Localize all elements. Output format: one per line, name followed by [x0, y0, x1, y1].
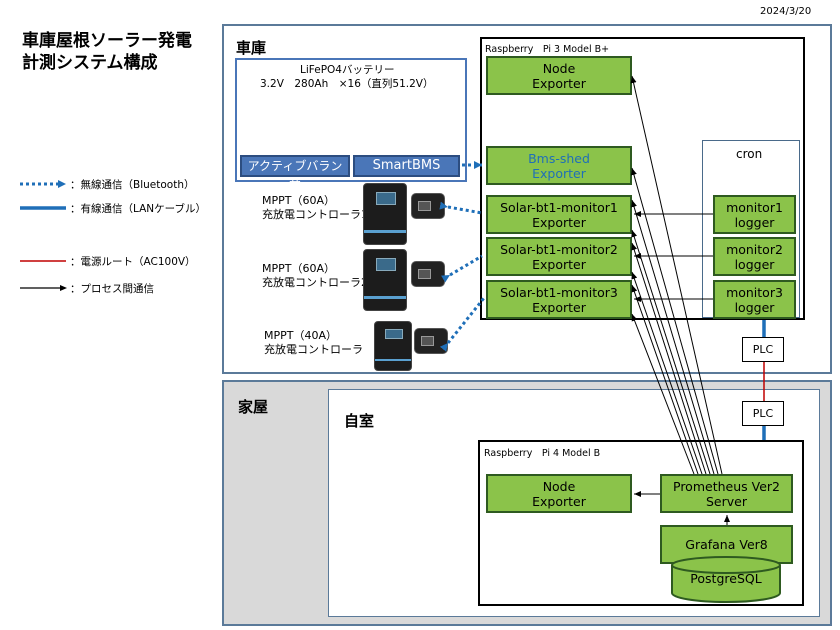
legend-wireless-label: ：無線通信（Bluetooth）	[70, 179, 195, 191]
solar-monitor-3-line2: Exporter	[532, 299, 586, 315]
mppt-1-label: MPPT（60A） 充放電コントローラ1	[262, 194, 368, 222]
mppt-1-line2: 充放電コントローラ1	[262, 208, 368, 221]
postgresql-cylinder	[671, 556, 781, 603]
solar-monitor-1-exporter: Solar-bt1-monitor1 Exporter	[486, 195, 632, 234]
solar-monitor-1-line1: Solar-bt1-monitor1	[500, 199, 618, 215]
mppt-1-line1: MPPT（60A）	[262, 194, 335, 207]
plc-garage: PLC	[742, 337, 784, 362]
mppt-3-label: MPPT（40A） 充放電コントローラ	[264, 329, 363, 357]
house-label: 家屋	[238, 398, 269, 416]
grafana: Grafana Ver8	[660, 525, 793, 564]
battery-title: LiFePO4バッテリー	[300, 64, 395, 76]
pi3-node-exporter-line2: Exporter	[532, 75, 586, 91]
legend-wireless-arrow	[58, 180, 66, 188]
legend-process-arrow	[60, 285, 67, 291]
bt-module-3-image	[414, 328, 448, 354]
cron-label: cron	[736, 147, 763, 161]
legend-power-label: ：電源ルート（AC100V）	[70, 256, 196, 268]
page-title: 車庫屋根ソーラー発電 計測システム構成	[22, 30, 192, 74]
smart-bms: SmartBMS	[353, 155, 460, 177]
pi4-node-exporter-line2: Exporter	[532, 493, 586, 509]
monitor-1-logger: monitor1 logger	[713, 195, 796, 234]
prometheus-server: Prometheus Ver2 Server	[660, 474, 793, 513]
bt-module-1-image	[411, 193, 445, 219]
pi3-node-exporter: Node Exporter	[486, 56, 632, 95]
mppt-controller-3-image	[374, 321, 412, 371]
pi4-node-exporter-line1: Node	[542, 478, 576, 494]
monitor-3-logger: monitor3 logger	[713, 280, 796, 319]
pi4-node-exporter: Node Exporter	[486, 474, 632, 513]
monitor-2-logger-line1: monitor2	[726, 241, 783, 257]
legend-wired-label: ：有線通信（LANケーブル）	[70, 203, 206, 215]
pi4-label: Raspberry Pi 4 Model B	[484, 448, 601, 459]
bms-shed-line2: Exporter	[532, 165, 586, 181]
mppt-3-line2: 充放電コントローラ	[264, 343, 363, 356]
solar-monitor-3-line1: Solar-bt1-monitor3	[500, 284, 618, 300]
monitor-2-logger: monitor2 logger	[713, 237, 796, 276]
monitor-1-logger-line1: monitor1	[726, 199, 783, 215]
garage-label: 車庫	[236, 39, 267, 57]
solar-monitor-3-exporter: Solar-bt1-monitor3 Exporter	[486, 280, 632, 319]
bms-shed-line1: Bms-shed	[528, 150, 590, 166]
mppt-2-label: MPPT（60A） 充放電コントローラ2	[262, 262, 368, 290]
room-label: 自室	[344, 412, 375, 430]
monitor-3-logger-line1: monitor3	[726, 284, 783, 300]
prometheus-line1: Prometheus Ver2	[673, 478, 780, 494]
mppt-2-line2: 充放電コントローラ2	[262, 276, 368, 289]
monitor-1-logger-line2: logger	[734, 214, 775, 230]
pi3-label: Raspberry Pi 3 Model B+	[485, 44, 610, 55]
pi3-node-exporter-line1: Node	[542, 60, 576, 76]
mppt-2-line1: MPPT（60A）	[262, 262, 335, 275]
postgresql-label: PostgreSQL	[690, 571, 762, 586]
bms-shed-exporter: Bms-shed Exporter	[486, 146, 632, 185]
bt-module-2-image	[411, 261, 445, 287]
mppt-controller-1-image	[363, 183, 407, 245]
active-balancer: アクティブバランサ	[240, 155, 350, 191]
grafana-label: Grafana Ver8	[685, 537, 768, 552]
monitor-3-logger-line2: logger	[734, 299, 775, 315]
prometheus-line2: Server	[706, 493, 747, 509]
title-line-1: 車庫屋根ソーラー発電	[22, 31, 192, 51]
title-line-2: 計測システム構成	[22, 53, 158, 73]
date-label: 2024/3/20	[760, 6, 812, 17]
plc-house: PLC	[742, 401, 784, 426]
solar-monitor-2-line2: Exporter	[532, 256, 586, 272]
battery-spec: 3.2V 280Ah ×16（直列51.2V）	[260, 78, 434, 90]
solar-monitor-2-exporter: Solar-bt1-monitor2 Exporter	[486, 237, 632, 276]
mppt-3-line1: MPPT（40A）	[264, 329, 337, 342]
mppt-controller-2-image	[363, 249, 407, 311]
solar-monitor-2-line1: Solar-bt1-monitor2	[500, 241, 618, 257]
solar-monitor-1-line2: Exporter	[532, 214, 586, 230]
monitor-2-logger-line2: logger	[734, 256, 775, 272]
legend-process-label: ：プロセス間通信	[70, 283, 154, 295]
